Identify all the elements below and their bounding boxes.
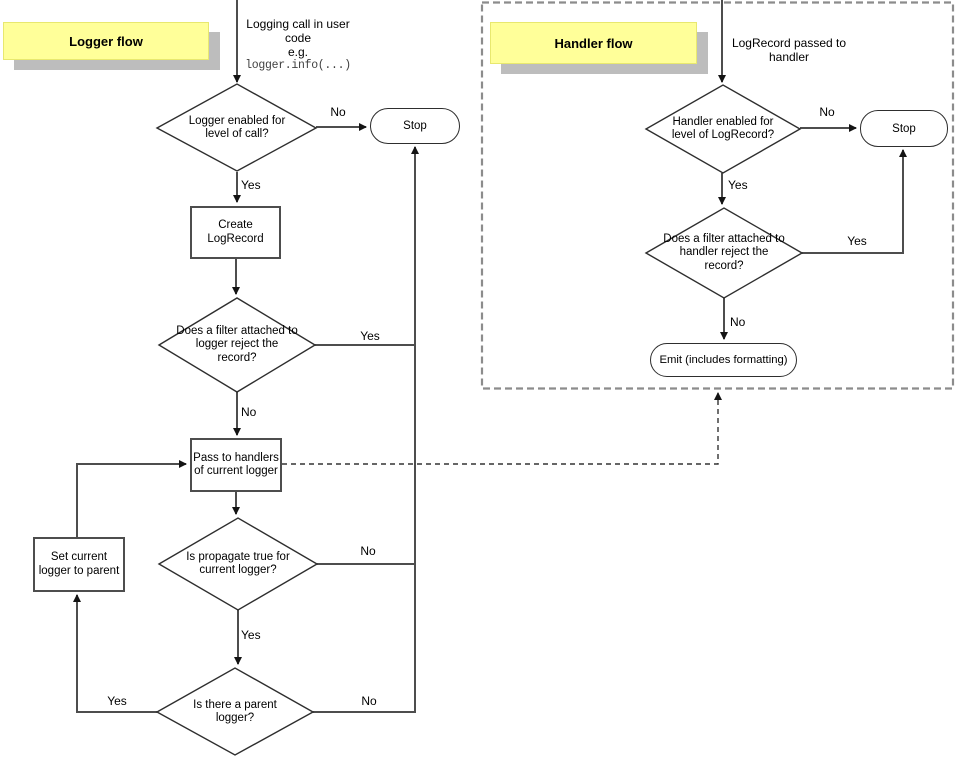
handler-flow-title-label: Handler flow <box>554 35 633 51</box>
connector-parent-no-to-stop <box>313 146 419 713</box>
connector-pass-to-handler-flow <box>282 392 722 465</box>
logger-entry-text: Logging call in user code <box>246 17 350 45</box>
logger-filter-no-label: No <box>241 405 257 419</box>
set-current-logger-node: Set current logger to parent <box>33 537 125 592</box>
logger-filter-yes-label: Yes <box>360 329 380 343</box>
handler-flow-container-border <box>480 1 955 390</box>
connector-setparent-to-pass <box>76 460 187 537</box>
logger-propagate-no-label: No <box>360 544 376 558</box>
handler-flow-title: Handler flow <box>490 22 697 64</box>
logger-flow-title-label: Logger flow <box>69 33 143 49</box>
logger-flow-title: Logger flow <box>3 22 209 60</box>
logger-entry-eg: e.g. <box>287 45 308 59</box>
logger-propagate-check-diamond <box>157 517 319 611</box>
pass-to-handlers-node: Pass to handlers of current logger <box>190 438 282 492</box>
handler-level-check-diamond <box>644 84 802 174</box>
logger-parent-yes-label: Yes <box>107 694 127 708</box>
handler-entry-text: LogRecord passed to handler <box>731 36 847 64</box>
logger-level-yes-label: Yes <box>241 178 261 192</box>
handler-filter-check-diamond <box>644 207 804 299</box>
logger-stop-node: Stop <box>370 108 460 144</box>
logger-level-no-label: No <box>330 105 346 119</box>
logger-entry-annotation: Logging call in user code e.g. logger.in… <box>238 17 358 73</box>
handler-filter-no-label: No <box>730 315 746 329</box>
logger-filter-check-diamond <box>157 297 317 393</box>
logger-parent-no-label: No <box>361 694 377 708</box>
connector-parent-yes-to-setparent <box>73 594 157 713</box>
logger-propagate-yes-label: Yes <box>241 628 261 642</box>
create-logrecord-node: Create LogRecord <box>190 206 281 259</box>
handler-filter-yes-label: Yes <box>847 234 867 248</box>
logger-entry-code: logger.info(...) <box>245 59 351 72</box>
handler-entry-annotation: LogRecord passed to handler <box>728 36 850 64</box>
handler-stop-node: Stop <box>860 110 948 147</box>
logger-parent-check-diamond <box>155 667 315 756</box>
logger-level-check-diamond <box>155 83 318 172</box>
emit-node: Emit (includes formatting) <box>650 343 797 377</box>
handler-level-no-label: No <box>819 105 835 119</box>
handler-level-yes-label: Yes <box>728 178 748 192</box>
connector-hfilter-yes-to-stop <box>802 149 907 254</box>
